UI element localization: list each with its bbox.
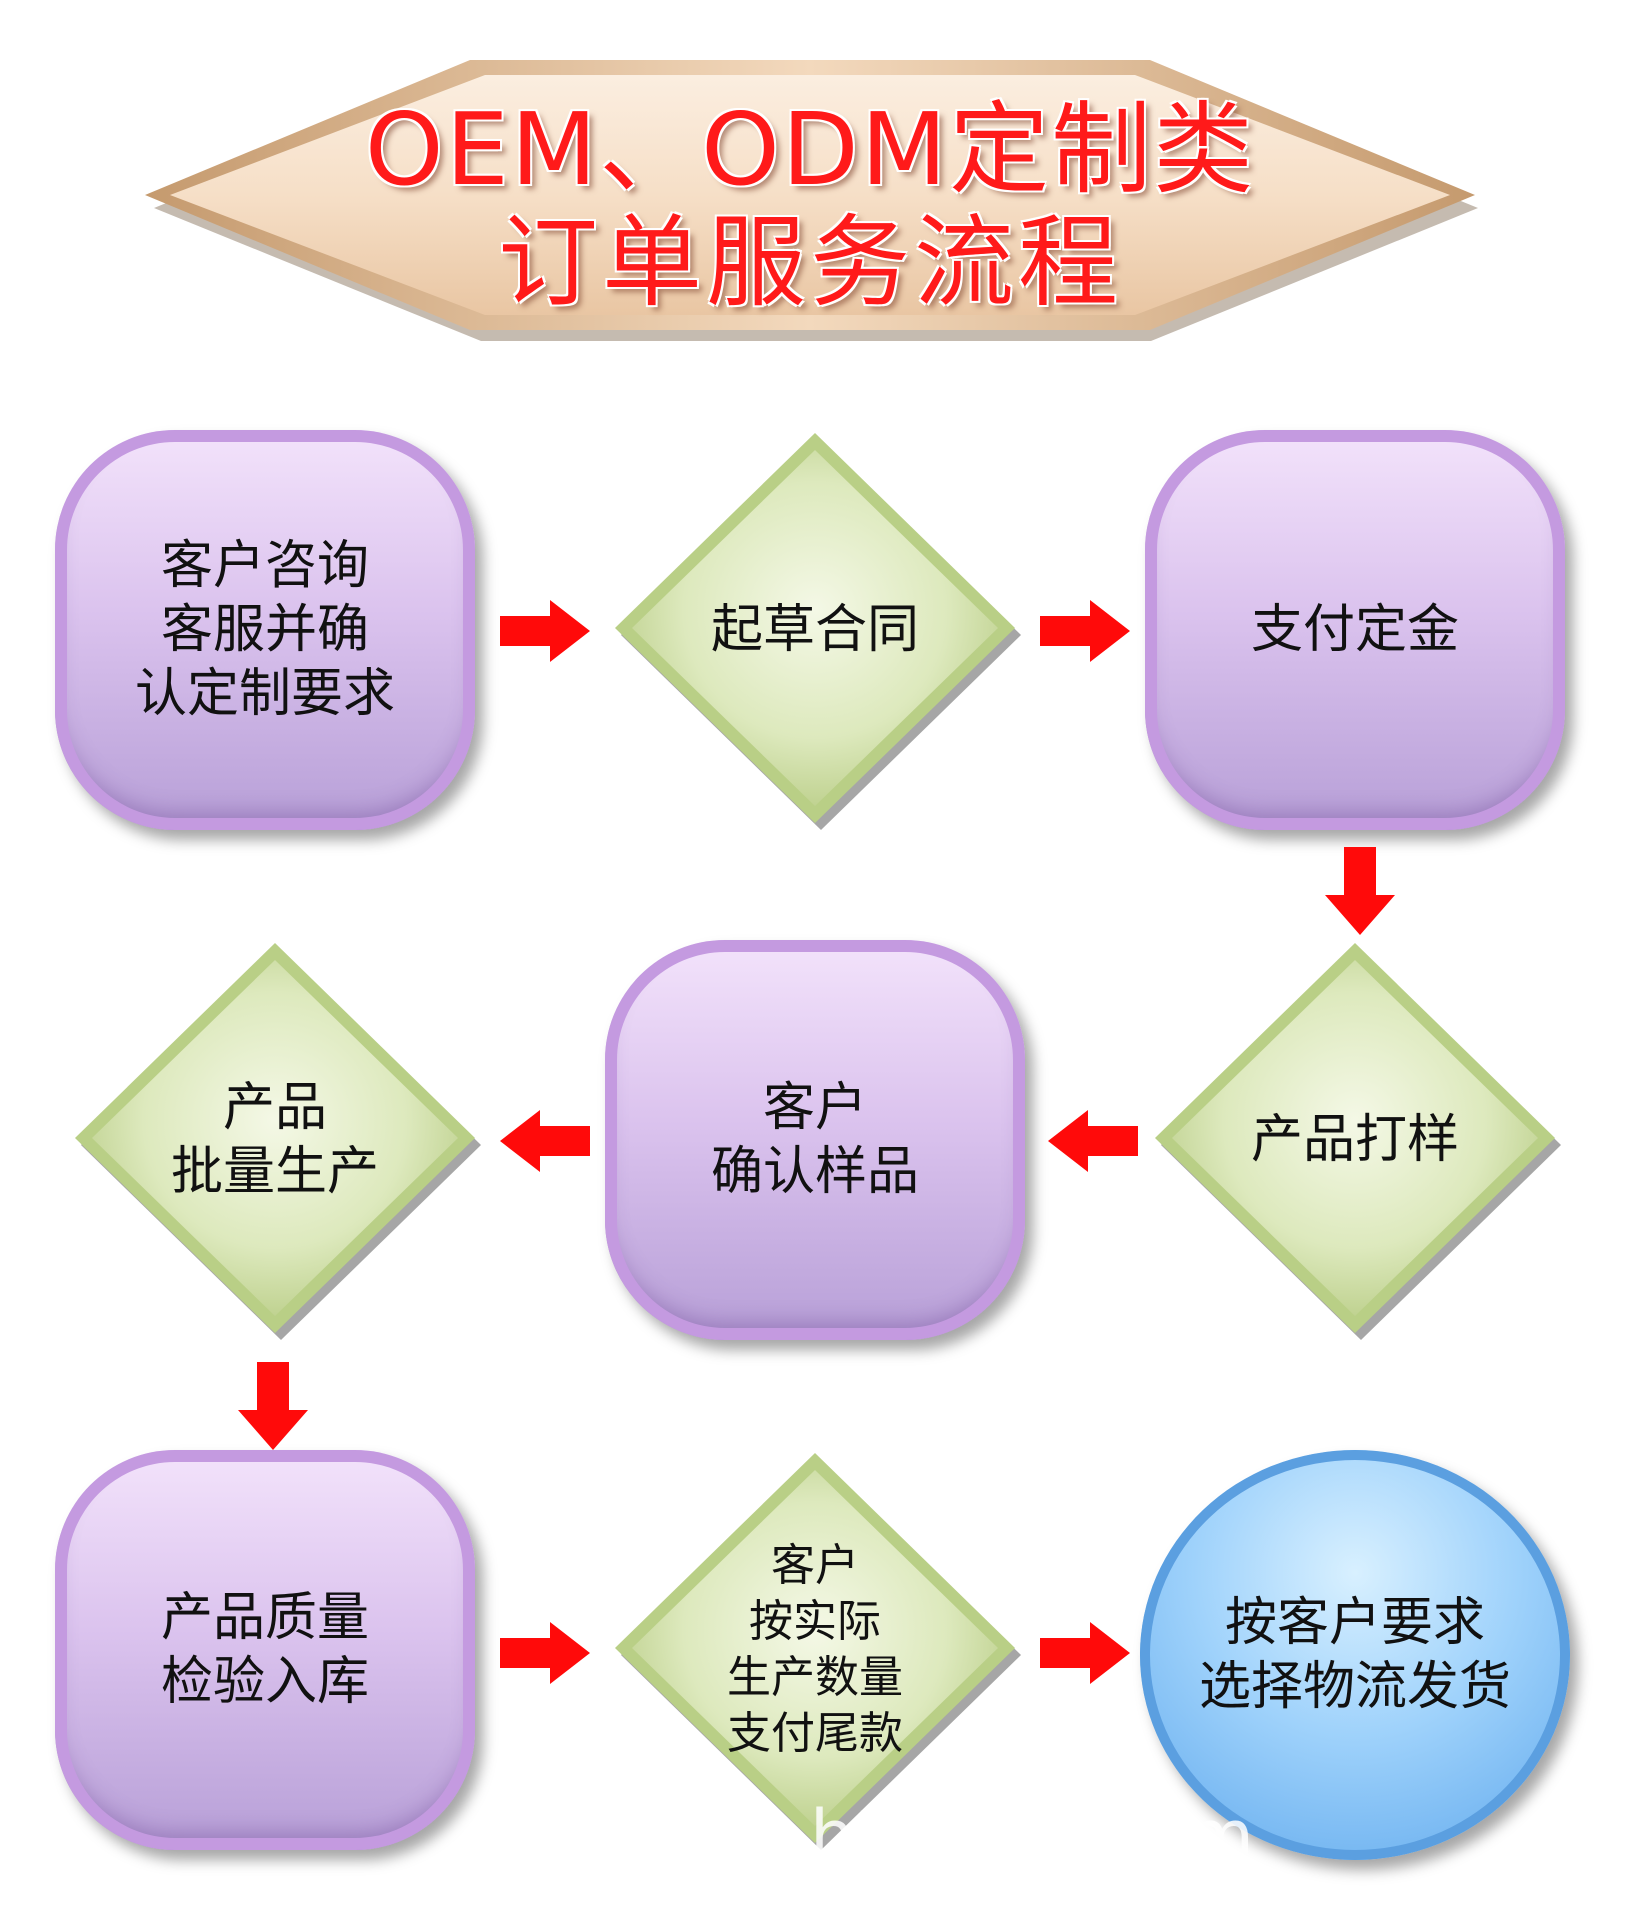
arrow-left-2: [500, 1110, 590, 1172]
step-label: 客户咨询 客服并确 认定制要求: [134, 536, 395, 724]
step-label: 产品打样: [1250, 1110, 1459, 1170]
step-pay-deposit: 支付定金: [1145, 430, 1565, 830]
step-label: 客户 按实际 生产数量 支付尾款: [727, 1540, 903, 1759]
arrow-right-4: [1040, 1622, 1130, 1684]
step-confirm-sample: 客户 确认样品: [605, 940, 1025, 1340]
arrow-down-1: [1325, 847, 1395, 935]
step-label: 产品质量 检验入库: [160, 1588, 369, 1712]
page-title-line2: 订单服务流程: [498, 204, 1122, 321]
step-customer-consult: 客户咨询 客服并确 认定制要求: [55, 430, 475, 830]
arrow-left-1: [1048, 1110, 1138, 1172]
step-label: 支付定金: [1250, 600, 1459, 660]
step-label: 产品 批量生产: [170, 1078, 379, 1202]
arrow-right-2: [1040, 600, 1130, 662]
step-quality-inspection: 产品质量 检验入库: [55, 1450, 475, 1850]
arrow-down-2: [238, 1362, 308, 1450]
title-banner: [145, 60, 1478, 341]
step-draft-contract: 起草合同: [605, 430, 1025, 830]
diamond-shape: [615, 1453, 1021, 1850]
diamond-shape: [615, 433, 1021, 830]
step-mass-production: 产品 批量生产: [65, 940, 485, 1340]
arrow-right-1: [500, 600, 590, 662]
step-label: 起草合同: [710, 600, 919, 660]
step-label: 按客户要求 选择物流发货: [1198, 1593, 1511, 1717]
diamond-shape: [75, 943, 481, 1340]
arrow-right-3: [500, 1622, 590, 1684]
diamond-shape: [1155, 943, 1561, 1340]
step-ship-logistics: 按客户要求 选择物流发货: [1140, 1450, 1570, 1860]
page-title-line1: OEM、ODM定制类: [364, 91, 1256, 208]
watermark: ht 1688.com: [810, 1795, 1254, 1877]
step-label: 客户 确认样品: [710, 1078, 919, 1202]
step-sample-product: 产品打样: [1145, 940, 1565, 1340]
step-pay-balance: 客户 按实际 生产数量 支付尾款: [605, 1450, 1025, 1850]
